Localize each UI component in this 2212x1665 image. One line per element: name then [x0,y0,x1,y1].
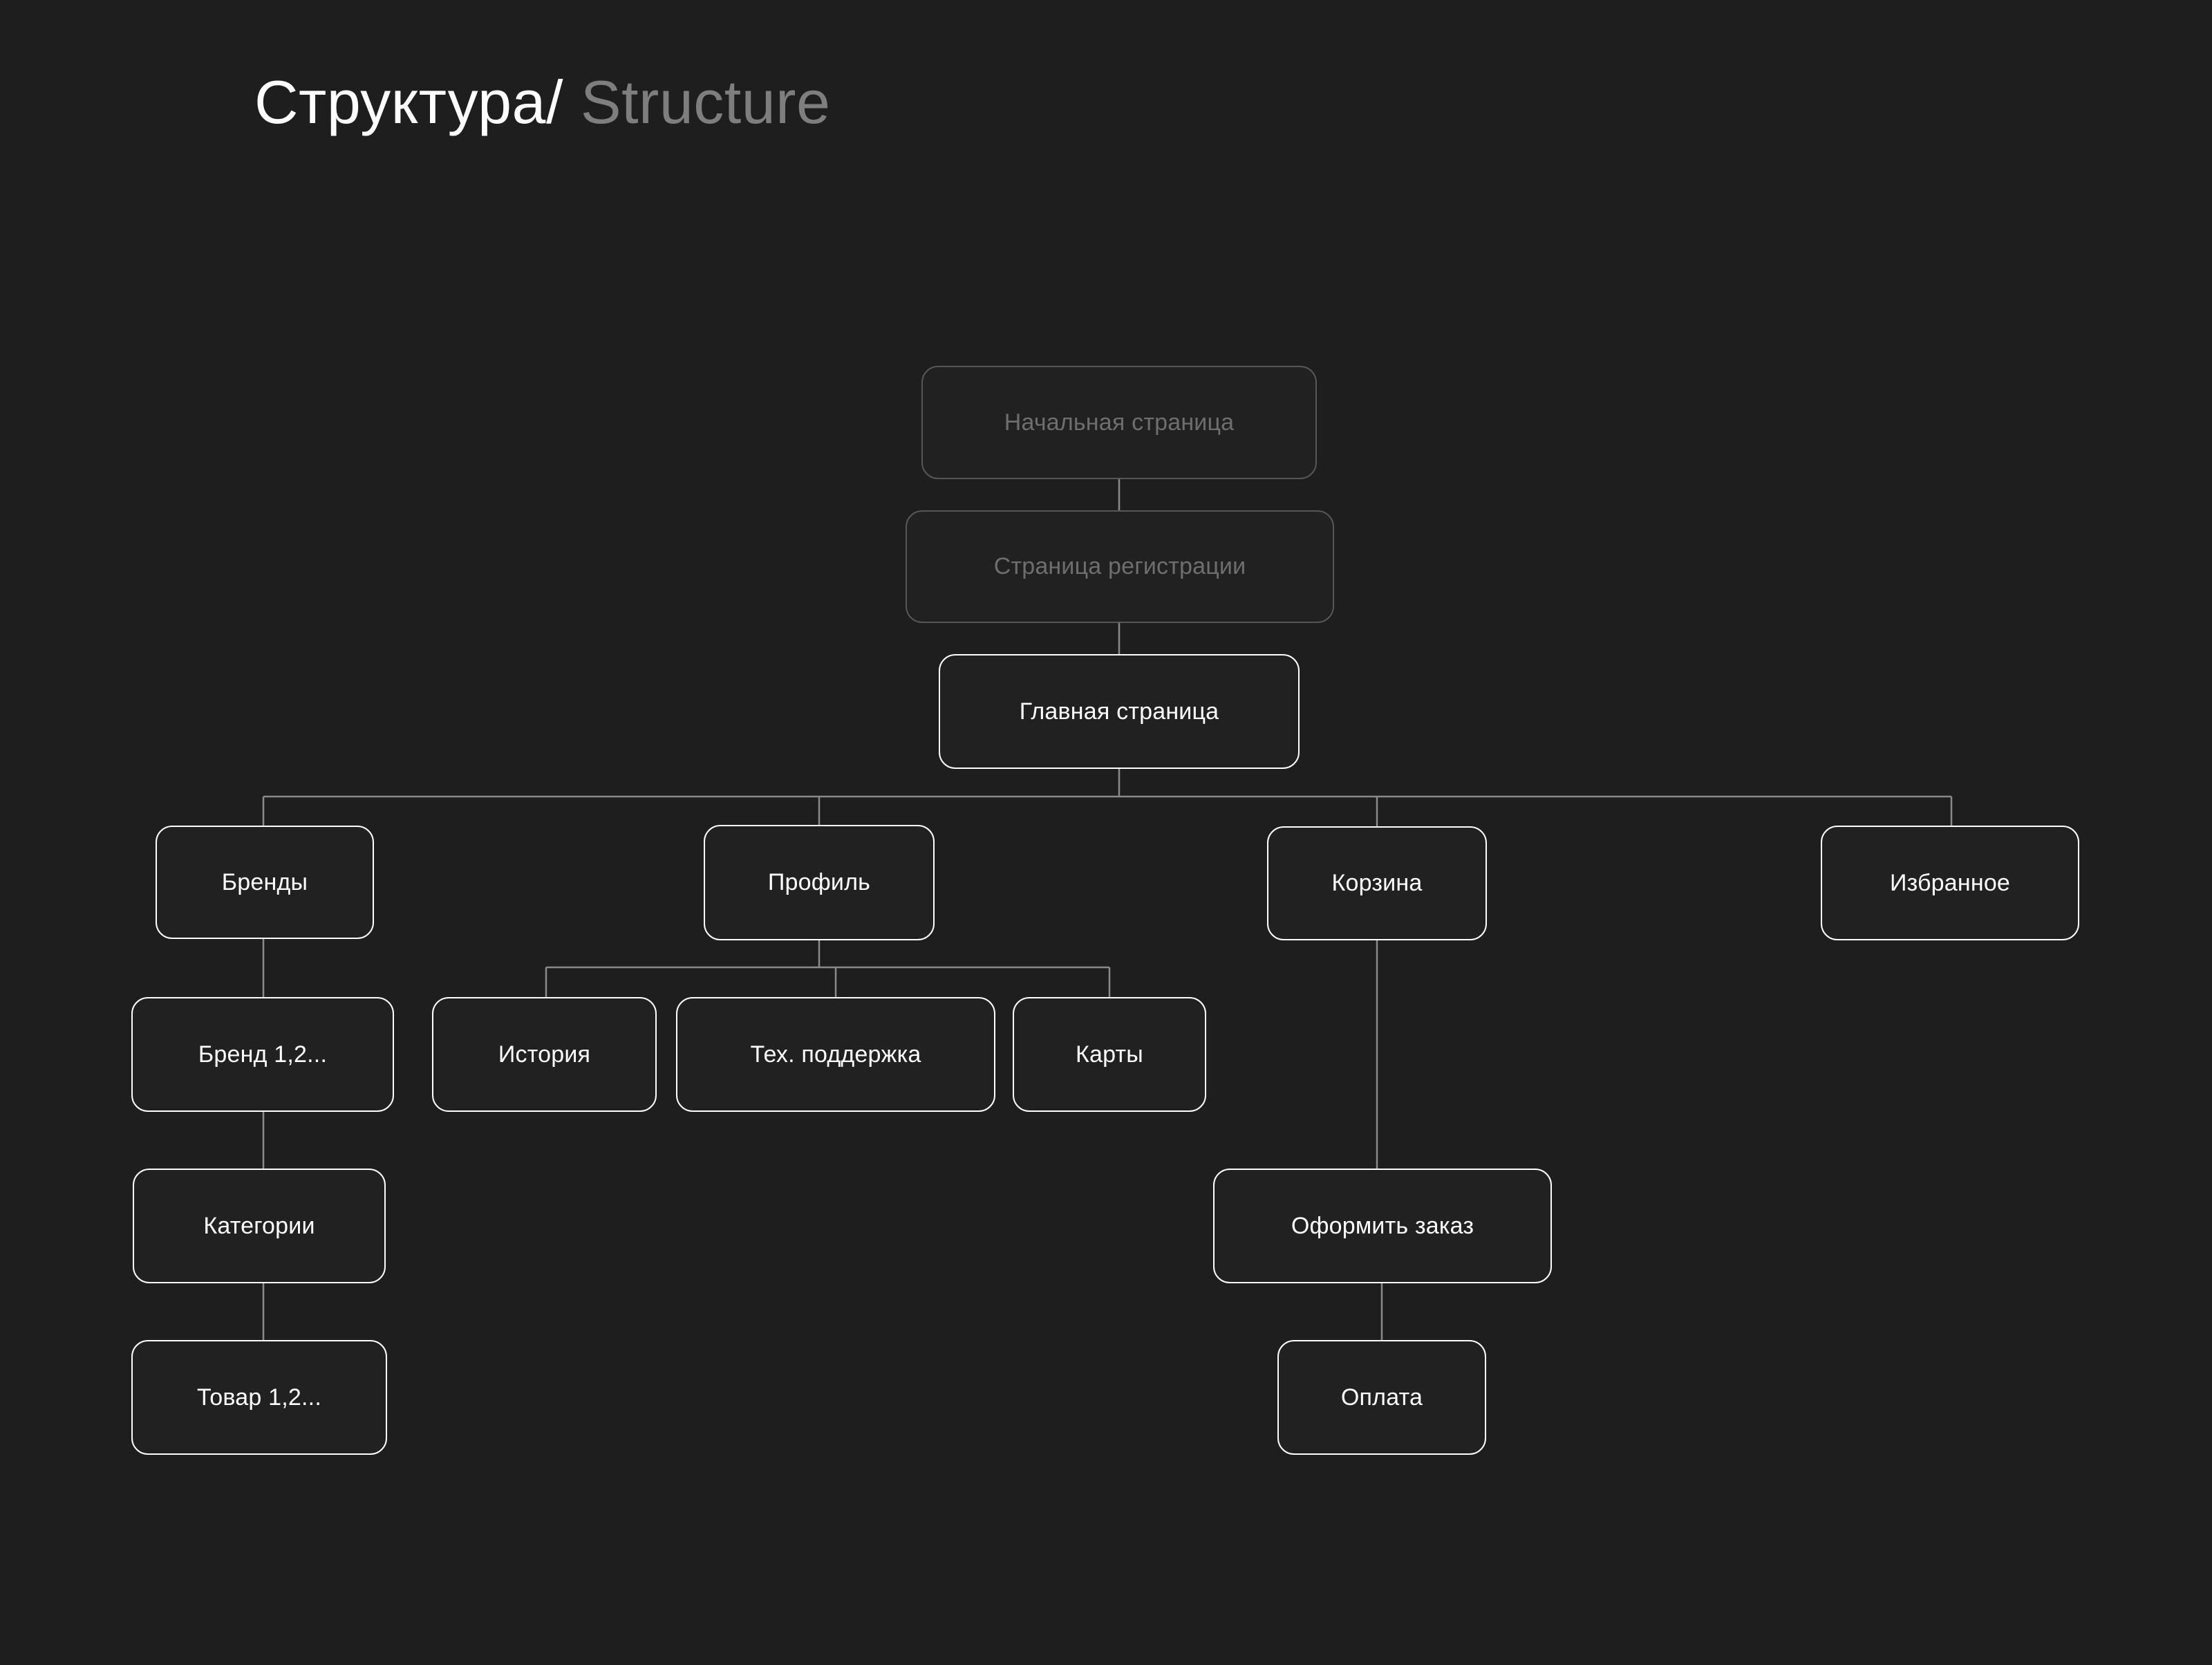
node-checkout[interactable]: Оформить заказ [1213,1169,1552,1283]
node-label: История [498,1041,591,1068]
node-label: Категории [203,1212,315,1239]
node-profile[interactable]: Профиль [704,825,935,940]
node-label: Начальная страница [1004,409,1235,436]
node-label: Бренд 1,2... [198,1041,328,1068]
node-history[interactable]: История [432,997,657,1112]
page-title-en: Structure [580,68,831,136]
node-label: Товар 1,2... [197,1384,321,1411]
node-label: Бренды [221,868,308,895]
node-label: Оформить заказ [1291,1212,1474,1239]
node-support[interactable]: Тех. поддержка [676,997,995,1112]
node-favorites[interactable]: Избранное [1821,826,2079,940]
node-main[interactable]: Главная страница [939,654,1300,769]
node-brand-n[interactable]: Бренд 1,2... [131,997,394,1112]
node-label: Оплата [1340,1384,1423,1411]
node-label: Страница регистрации [993,553,1246,579]
node-label: Тех. поддержка [750,1041,921,1068]
node-start[interactable]: Начальная страница [921,366,1317,479]
node-label: Карты [1076,1041,1143,1068]
node-payment[interactable]: Оплата [1277,1340,1486,1455]
node-register[interactable]: Страница регистрации [906,510,1334,623]
node-brands[interactable]: Бренды [156,826,374,939]
page-title: Структура/ Structure [254,72,830,133]
node-label: Профиль [767,869,871,895]
node-label: Корзина [1331,870,1423,896]
node-label: Главная страница [1019,698,1219,725]
node-cart[interactable]: Корзина [1267,826,1487,940]
node-categories[interactable]: Категории [133,1169,386,1283]
page-title-ru: Структура/ [254,68,563,136]
node-label: Избранное [1889,869,2011,896]
node-product-n[interactable]: Товар 1,2... [131,1340,387,1455]
node-cards[interactable]: Карты [1013,997,1206,1112]
